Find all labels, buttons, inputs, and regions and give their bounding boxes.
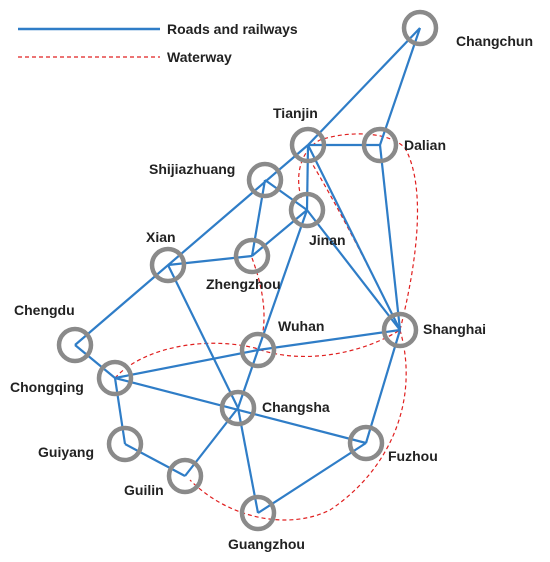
road-changchun-tianjin — [307, 27, 421, 146]
city-label-chengdu: Chengdu — [14, 302, 75, 318]
city-node-jinan — [288, 191, 326, 229]
city-label-xian: Xian — [146, 229, 176, 245]
city-label-shanghai: Shanghai — [423, 321, 486, 337]
road-changchun-dalian — [378, 27, 422, 146]
road-network — [74, 27, 422, 514]
road-xian-changsha — [167, 264, 239, 409]
legend: Roads and railways Waterway — [18, 21, 298, 65]
road-guilin-changsha — [184, 407, 239, 477]
city-label-chongqing: Chongqing — [10, 379, 84, 395]
city-node-guangzhou — [239, 494, 277, 532]
city-node-wuhan — [239, 331, 277, 369]
road-tianjin-jinan — [305, 144, 310, 211]
city-label-changchun: Changchun — [456, 33, 533, 49]
city-node-zhengzhou — [233, 237, 271, 275]
road-jinan-wuhan — [256, 209, 309, 351]
city-node-guilin — [166, 457, 204, 495]
road-shijiazhuang-jinan — [264, 179, 308, 211]
city-labels: Changchun Tianjin Dalian Shijiazhuang Ji… — [10, 33, 533, 552]
road-dalian-shanghai — [378, 144, 402, 331]
city-node-tianjin — [289, 126, 327, 164]
city-node-guiyang — [106, 425, 144, 463]
road-jinan-zhengzhou — [251, 209, 308, 257]
city-node-chongqing — [96, 359, 134, 397]
city-node-chengdu — [56, 326, 94, 364]
city-node-shijiazhuang — [246, 161, 284, 199]
road-chongqing-fuzhou — [114, 376, 367, 445]
road-chongqing-guiyang — [113, 377, 127, 445]
road-wuhan-shanghai — [257, 328, 401, 352]
legend-water-label: Waterway — [167, 49, 232, 65]
city-node-fuzhou — [347, 424, 385, 462]
road-guiyang-guilin — [124, 443, 186, 477]
city-node-dalian — [361, 126, 399, 164]
city-node-changsha — [219, 389, 257, 427]
city-label-jinan: Jinan — [309, 232, 346, 248]
city-node-changchun — [401, 9, 439, 47]
city-label-wuhan: Wuhan — [278, 318, 324, 334]
road-fuzhou-shanghai — [364, 329, 402, 444]
city-label-dalian: Dalian — [404, 137, 446, 153]
waterway-yangtze — [114, 329, 401, 379]
city-label-tianjin: Tianjin — [273, 105, 318, 121]
road-chongqing-wuhan — [114, 348, 259, 380]
city-label-shijiazhuang: Shijiazhuang — [149, 161, 235, 177]
road-wuhan-changsha — [236, 349, 260, 409]
road-tianjin-shanghai — [307, 144, 401, 331]
city-label-guangzhou: Guangzhou — [228, 536, 305, 552]
legend-road-label: Roads and railways — [167, 21, 298, 37]
city-label-guiyang: Guiyang — [38, 444, 94, 460]
city-node-xian — [149, 246, 187, 284]
city-nodes — [56, 9, 439, 532]
city-label-changsha: Changsha — [262, 399, 330, 415]
road-jinan-shanghai — [306, 209, 401, 331]
road-tianjin-chengdu — [74, 144, 309, 346]
city-label-fuzhou: Fuzhou — [388, 448, 438, 464]
waterway-south-coast — [189, 329, 407, 521]
road-chengdu-chongqing — [74, 344, 116, 379]
city-label-guilin: Guilin — [124, 482, 164, 498]
city-label-zhengzhou: Zhengzhou — [206, 276, 281, 292]
city-node-shanghai — [381, 311, 419, 349]
road-guangzhou-fuzhou — [257, 442, 367, 514]
road-shijiazhuang-zhengzhou — [250, 179, 267, 257]
